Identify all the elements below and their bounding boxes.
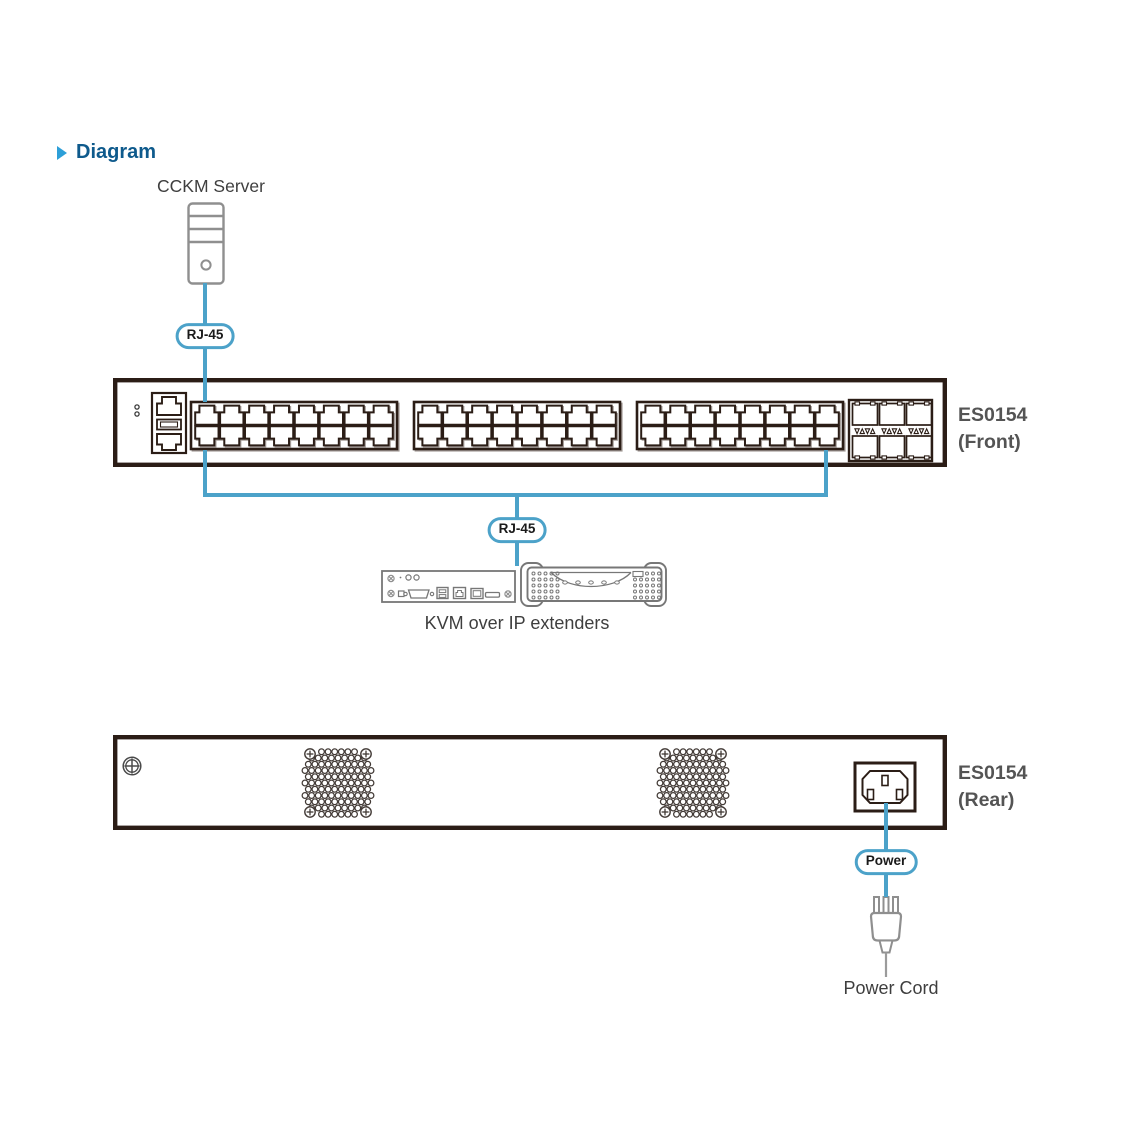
- rj45-port: [293, 404, 321, 427]
- rj45-port-group: [412, 400, 623, 452]
- rj45-port: [219, 425, 246, 448]
- rj45-port: [591, 425, 618, 448]
- rj45-port: [318, 404, 346, 427]
- front-device-model: ES0154: [958, 404, 1028, 426]
- triangle-markers: [881, 427, 903, 435]
- title-arrow-icon: [57, 145, 67, 160]
- rj45-port: [343, 404, 371, 427]
- title-text: Diagram: [76, 141, 157, 163]
- rj45-port: [689, 425, 717, 448]
- rj45-port: [764, 404, 792, 427]
- triangle-markers: [908, 427, 930, 435]
- power-plug-icon: [869, 896, 903, 977]
- sfp-port: [905, 401, 933, 426]
- power-badge-text: Power: [865, 853, 907, 869]
- rj45-port: [541, 425, 569, 448]
- power-plug: [869, 896, 903, 977]
- rj45-port: [789, 425, 817, 448]
- triangle-markers: [854, 427, 876, 435]
- rj45-port: [491, 404, 519, 427]
- rj45-port: [739, 404, 767, 427]
- cckm-server-label: CCKM Server: [157, 176, 265, 196]
- rj45-connector-badge-top: RJ-45: [175, 323, 235, 349]
- rj45-port: [566, 425, 594, 448]
- rear-device-model: ES0154: [958, 762, 1028, 784]
- rj45-port: [368, 425, 395, 448]
- rj45-middle-text: RJ-45: [498, 521, 536, 537]
- rj45-port: [194, 404, 221, 427]
- power-connector-badge: Power: [854, 849, 918, 875]
- rj45-port: [219, 404, 246, 427]
- server-tower-icon: [187, 202, 225, 285]
- status-leds: [134, 404, 140, 417]
- sfp-port: [878, 401, 906, 426]
- rear-device-side: (Rear): [958, 789, 1015, 811]
- page-title: Diagram: [57, 141, 156, 164]
- rj45-port: [417, 425, 444, 448]
- rj45-port: [293, 425, 321, 448]
- rj45-port: [491, 425, 519, 448]
- rj45-port: [591, 404, 618, 427]
- rj45-port: [640, 404, 667, 427]
- sfp-port: [905, 435, 933, 460]
- rj45-top-text: RJ-45: [186, 327, 224, 343]
- rj45-port: [541, 404, 569, 427]
- sfp-port: [878, 435, 906, 460]
- rj45-port: [466, 425, 494, 448]
- rj45-port: [442, 404, 469, 427]
- rj45-port: [268, 425, 296, 448]
- front-device-side: (Front): [958, 431, 1021, 453]
- fan-grille: [301, 748, 375, 818]
- server-tower: [187, 202, 225, 285]
- rear-panel-graphic: [113, 735, 947, 830]
- rj45-port: [194, 425, 221, 448]
- kvm-extender-receiver: [520, 562, 667, 607]
- sfp-port: [851, 401, 879, 426]
- rear-device-label: ES0154 (Rear): [958, 760, 1027, 814]
- rj45-port: [739, 425, 767, 448]
- rj45-port: [466, 404, 494, 427]
- rj45-connector-badge-middle: RJ-45: [487, 517, 547, 543]
- kvm-extender-transmitter: [381, 570, 516, 603]
- sfp-port: [851, 435, 879, 460]
- power-cord-label: Power Cord: [843, 978, 939, 998]
- power-inlet: [853, 761, 917, 813]
- rj45-port: [665, 425, 692, 448]
- rj45-port: [566, 404, 594, 427]
- rj45-port: [764, 425, 792, 448]
- rj45-port: [516, 404, 544, 427]
- rj45-port-group: [635, 400, 846, 452]
- rj45-port: [789, 404, 817, 427]
- console-port-block: [150, 391, 188, 455]
- rj45-port: [814, 425, 841, 448]
- sfp-cage: [847, 398, 934, 463]
- rj45-port: [368, 404, 395, 427]
- front-device-label: ES0154 (Front): [958, 402, 1027, 456]
- rj45-port: [640, 425, 667, 448]
- rj45-port: [714, 404, 742, 427]
- rj45-port: [343, 425, 371, 448]
- rj45-port: [417, 404, 444, 427]
- fan-grille: [656, 748, 730, 818]
- rj45-port: [243, 425, 271, 448]
- rj45-port: [714, 425, 742, 448]
- rj45-port-group: [189, 400, 400, 452]
- extenders-label: KVM over IP extenders: [424, 613, 610, 633]
- rj45-port: [814, 404, 841, 427]
- rj45-port: [243, 404, 271, 427]
- rj45-port: [689, 404, 717, 427]
- rj45-port: [268, 404, 296, 427]
- rj45-port: [318, 425, 346, 448]
- grounding-screw-icon: [122, 756, 142, 776]
- front-panel-graphic: [113, 378, 947, 467]
- rear-panel-outline: [113, 735, 947, 830]
- rj45-port: [516, 425, 544, 448]
- kvm-extenders-icon: [381, 562, 667, 607]
- rj45-port: [665, 404, 692, 427]
- rj45-port: [442, 425, 469, 448]
